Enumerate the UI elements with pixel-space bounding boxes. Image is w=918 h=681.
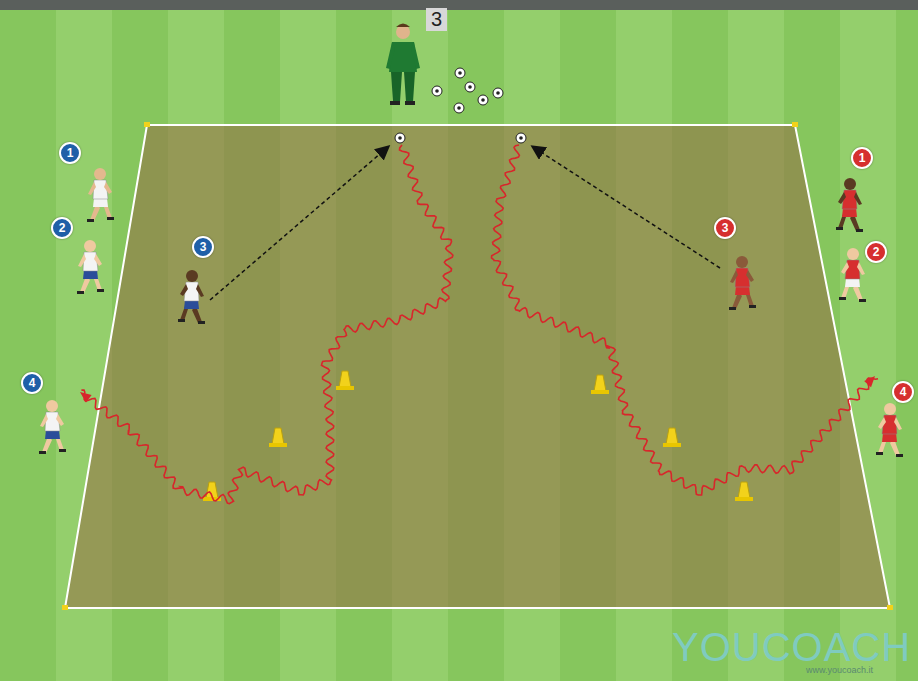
callout-number: 2 — [59, 221, 66, 235]
callout-number: 4 — [29, 376, 36, 390]
callout-number: 3 — [722, 221, 729, 235]
player-number: 2 — [51, 217, 73, 239]
watermark-url: www.youcoach.it — [806, 665, 873, 675]
player-number: 1 — [59, 142, 81, 164]
player-number: 2 — [865, 241, 887, 263]
callout-number: 4 — [900, 385, 907, 399]
callout-number: 2 — [873, 245, 880, 259]
player-number: 4 — [21, 372, 43, 394]
callout-number: 3 — [200, 240, 207, 254]
watermark: YOUCOACH — [672, 625, 911, 670]
player-number: 3 — [192, 236, 214, 258]
drill-number: 3 — [426, 8, 447, 31]
callout-number: 1 — [67, 146, 74, 160]
player-number: 1 — [851, 147, 873, 169]
player-number: 3 — [714, 217, 736, 239]
player-number: 4 — [892, 381, 914, 403]
callout-number: 1 — [859, 151, 866, 165]
